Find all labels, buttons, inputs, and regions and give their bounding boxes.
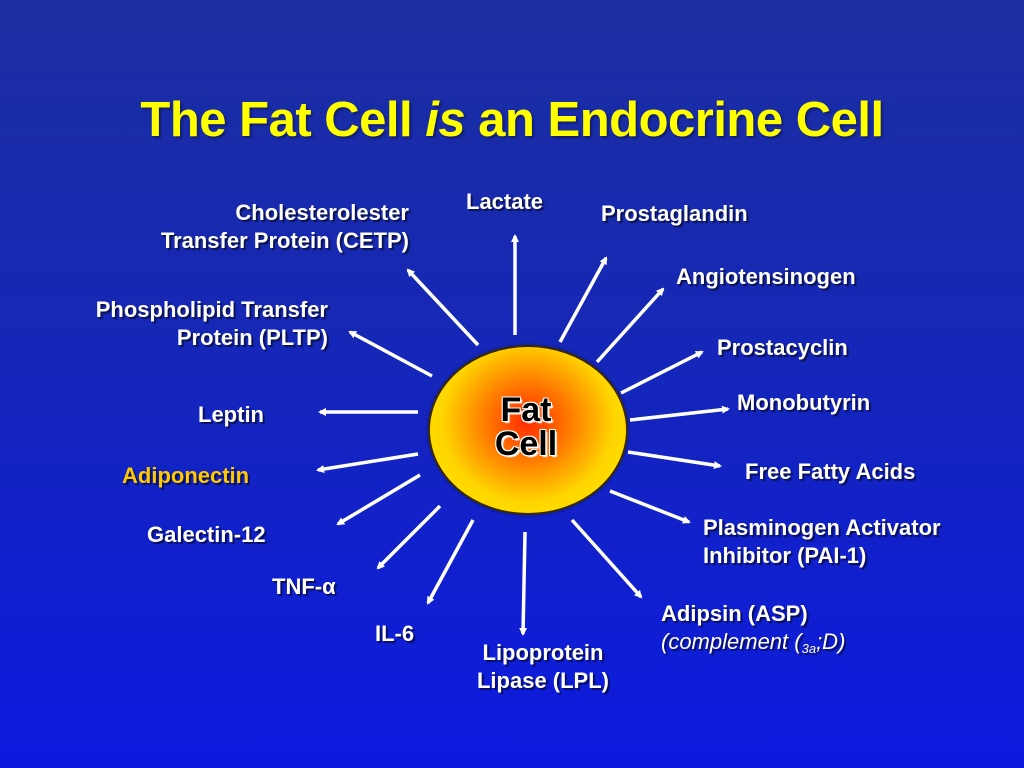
label-pltp: Phospholipid Transfer Protein (PLTP): [95, 297, 328, 350]
arrow-adiponectin: [316, 452, 419, 474]
fat-cell-circle: [428, 345, 628, 515]
arrow-adipsin: [570, 518, 643, 599]
arrow-pltp: [348, 330, 433, 378]
arrow-tnf: [376, 504, 442, 570]
arrow-monobutyrin: [629, 405, 730, 422]
fat-cell-label: Fat Cell: [494, 391, 558, 463]
arrow-angiotensinogen: [595, 287, 665, 364]
label-adiponectin: Adiponectin: [122, 463, 250, 488]
arrow-il6: [426, 519, 475, 605]
label-cetp: Cholesterolester Transfer Protein (CETP): [160, 200, 409, 253]
label-monobutyrin: Monobutyrin: [737, 390, 871, 415]
label-pai1: Plasminogen Activator Inhibitor (PAI-1): [703, 515, 941, 568]
label-tnf-alpha: TNF-α: [272, 574, 336, 599]
arrow-prostacyclin: [620, 350, 704, 395]
label-angiotensinogen: Angiotensinogen: [676, 264, 856, 289]
label-adipsin: Adipsin (ASP) (complement (3a;D): [661, 601, 846, 656]
label-free-fatty-acids: Free Fatty Acids: [745, 459, 916, 484]
slide-title: The Fat Cell is an Endocrine Cell: [140, 93, 884, 147]
label-lpl: Lipoprotein Lipase (LPL): [476, 640, 609, 693]
arrow-lpl: [519, 531, 528, 636]
label-prostacyclin: Prostacyclin: [717, 335, 848, 360]
arrow-ffa: [627, 450, 722, 470]
label-il6: IL-6: [375, 621, 415, 646]
arrow-prostaglandin: [558, 256, 608, 343]
label-lactate: Lactate: [466, 189, 544, 214]
arrow-pai: [609, 489, 691, 524]
arrow-cetp: [406, 268, 480, 347]
label-galectin-12: Galectin-12: [147, 522, 266, 547]
label-leptin: Leptin: [198, 402, 264, 427]
label-prostaglandin: Prostaglandin: [601, 201, 748, 226]
arrow-galectin: [336, 473, 421, 526]
